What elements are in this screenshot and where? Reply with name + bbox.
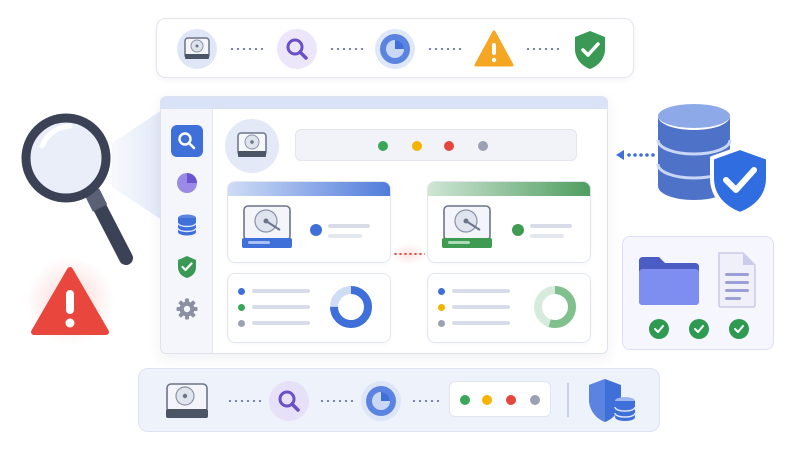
connector-dots — [319, 400, 353, 402]
window-titlebar — [161, 97, 607, 109]
card-text-line — [530, 234, 564, 238]
folder-icon — [637, 253, 701, 307]
donut-value-arc — [534, 286, 576, 328]
donut-value-arc — [330, 286, 372, 328]
hard-drive-icon — [237, 132, 267, 157]
legend-line — [252, 305, 310, 309]
stats-card-green[interactable] — [427, 273, 591, 343]
donut-chart-green — [534, 286, 576, 328]
hard-drive-icon — [438, 202, 496, 256]
legend-dot — [238, 304, 245, 311]
connector-dots — [411, 400, 441, 402]
files-panel[interactable] — [622, 236, 774, 350]
card-text-line — [328, 224, 370, 228]
search-icon — [178, 132, 196, 150]
alert-icon — [30, 266, 110, 338]
connector-dots — [427, 48, 463, 50]
sidebar-item-charts[interactable] — [171, 167, 203, 199]
database-icon — [177, 214, 197, 236]
connector-dots — [393, 253, 425, 255]
status-bar — [295, 129, 577, 161]
connector-dots — [525, 48, 559, 50]
legend-dot — [438, 288, 445, 295]
connector-dots — [229, 48, 263, 50]
pie-chart-icon — [375, 29, 415, 69]
legend-dot — [238, 288, 245, 295]
legend-dot — [438, 320, 445, 327]
hard-drive-icon — [238, 202, 296, 256]
legend-dot — [438, 304, 445, 311]
magnifier-icon — [18, 110, 140, 270]
hard-drive-icon — [177, 29, 217, 69]
legend-line — [452, 321, 510, 325]
pie-chart-icon — [361, 381, 401, 421]
shield-check-icon — [178, 256, 196, 278]
shield-check-icon — [571, 29, 609, 71]
card-header-bar — [428, 182, 590, 196]
status-dot-green — [378, 141, 388, 151]
top-flow-strip — [156, 18, 634, 78]
app-window — [160, 96, 608, 354]
search-icon — [277, 29, 317, 69]
check-icon — [649, 319, 669, 339]
legend-line — [452, 289, 510, 293]
status-dot-yellow — [412, 141, 422, 151]
card-status-dot — [310, 224, 322, 236]
card-header-bar — [228, 182, 390, 196]
hard-drive-icon — [163, 381, 211, 421]
status-pill — [449, 381, 551, 417]
connector-dots — [329, 48, 363, 50]
drive-card-green[interactable] — [427, 181, 591, 263]
status-dot-red — [506, 395, 516, 405]
legend-dot — [238, 320, 245, 327]
connector-dots — [227, 400, 261, 402]
donut-chart-blue — [330, 286, 372, 328]
gear-icon — [176, 298, 198, 320]
legend-line — [252, 289, 310, 293]
card-status-dot — [512, 224, 524, 236]
drive-card-blue[interactable] — [227, 181, 391, 263]
pie-chart-icon — [177, 173, 197, 193]
shield-database-icon — [585, 377, 639, 425]
card-text-line — [530, 224, 572, 228]
sidebar-item-search[interactable] — [171, 125, 203, 157]
drive-avatar — [225, 119, 279, 173]
sidebar-item-security[interactable] — [171, 251, 203, 283]
database-shield-icon — [652, 100, 772, 222]
search-icon — [269, 381, 309, 421]
status-dot-gray — [530, 395, 540, 405]
status-dot-gray — [478, 141, 488, 151]
bottom-flow-strip — [138, 368, 660, 432]
check-icon — [689, 319, 709, 339]
stats-card-blue[interactable] — [227, 273, 391, 343]
legend-line — [252, 321, 310, 325]
legend-line — [452, 305, 510, 309]
document-icon — [715, 251, 759, 309]
status-dot-red — [444, 141, 454, 151]
sidebar — [161, 109, 213, 353]
divider — [567, 383, 569, 417]
sidebar-item-settings[interactable] — [171, 293, 203, 325]
status-dot-yellow — [482, 395, 492, 405]
warning-icon — [473, 29, 515, 69]
check-icon — [729, 319, 749, 339]
card-text-line — [328, 234, 362, 238]
arrow-to-window — [614, 148, 658, 160]
sidebar-item-database[interactable] — [171, 209, 203, 241]
status-dot-green — [460, 395, 470, 405]
